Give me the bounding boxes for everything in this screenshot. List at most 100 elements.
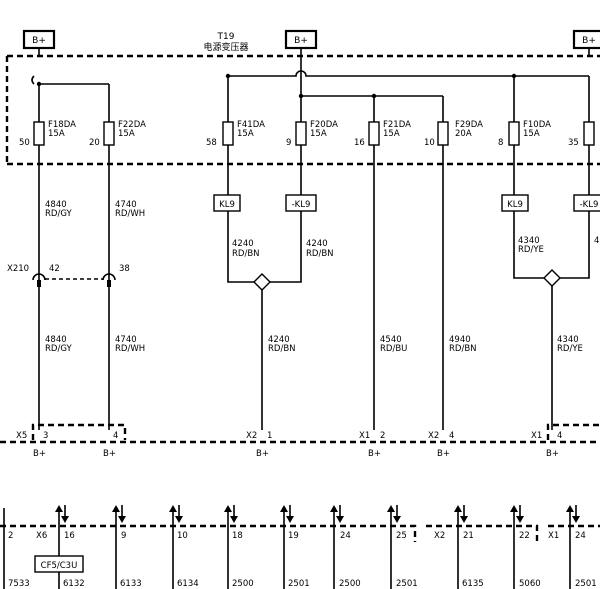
wire-color-label: RD/BN: [306, 249, 334, 259]
circuit-number: 6132: [63, 579, 85, 589]
fuse-rating: 20A: [455, 129, 472, 139]
wire-circuit-label: 4540: [380, 335, 402, 345]
wire-circuit-label: 4340: [557, 335, 579, 345]
relay-label: KL9: [219, 200, 235, 210]
connector-pin: 2: [380, 431, 385, 441]
wire-circuit-label: 4840: [45, 335, 67, 345]
signal-wires: [3, 508, 571, 589]
wire-circuit-label: 4240: [306, 239, 328, 249]
lower-connector-frame-right: [426, 524, 539, 542]
wire-circuit-label: 4340: [518, 236, 540, 246]
lower-pin: 16: [64, 531, 75, 541]
connector-x210-cup-b: [102, 273, 116, 281]
circuit-number: 5060: [519, 579, 541, 589]
wire-splice-right: [513, 211, 590, 430]
lower-pin: 25: [396, 531, 407, 541]
fuse-pin: 9: [286, 138, 291, 148]
wire-splice-left: [227, 211, 302, 430]
lower-pin: 18: [232, 531, 243, 541]
splice-diamond-left: [253, 273, 271, 291]
fuse-rating: 15A: [237, 129, 254, 139]
wire-circuit-label: 4: [594, 236, 599, 246]
circuit-number: 7533: [8, 579, 30, 589]
battery-tab-right: B+: [572, 29, 600, 50]
arrow-pairs: [64, 505, 577, 520]
connector-pin: 3: [43, 431, 48, 441]
battery-tab-label: B+: [32, 36, 46, 46]
battery-tab-center: B+: [284, 29, 318, 50]
wire-color-label: RD/YE: [557, 344, 583, 354]
bus-left-bracket: [31, 75, 35, 85]
wire-color-label: RD/WH: [115, 209, 145, 219]
fuse-name: F18DA: [48, 120, 76, 130]
fuse-f29da: [437, 121, 449, 146]
wire-circuit-label: 4740: [115, 335, 137, 345]
fuse-rating: 15A: [310, 129, 327, 139]
fuse-f18da: [33, 121, 45, 146]
fuse-pin: 16: [354, 138, 365, 148]
connector-x210-pin-a: [37, 280, 41, 287]
fuse-pin: 58: [206, 138, 217, 148]
relay-label: KL9: [507, 200, 523, 210]
fuse-f41da: [222, 121, 234, 146]
fuse-pin: 20: [89, 138, 100, 148]
bus-label: B+: [103, 449, 116, 459]
fuse-name: F22DA: [118, 120, 146, 130]
relay-label: -KL9: [292, 200, 311, 210]
lower-pin: 24: [340, 531, 351, 541]
connector-name: X5: [16, 431, 27, 441]
circuit-number: 6134: [177, 579, 199, 589]
connector-pin: 42: [49, 264, 60, 274]
fuse-rating: 15A: [48, 129, 65, 139]
wire-color-label: RD/BN: [449, 344, 477, 354]
module-cf5-c3u-label: CF5/C3U: [41, 561, 78, 571]
fuse-rating: 15A: [383, 129, 400, 139]
wire-color-label: RD/GY: [45, 344, 72, 354]
wire-circuit-label: 4740: [115, 200, 137, 210]
circuit-number: 2501: [575, 579, 597, 589]
circuit-number: 6135: [462, 579, 484, 589]
battery-tab-left: B+: [22, 29, 56, 50]
module-name-label: 电源变压器: [203, 41, 248, 53]
wire-color-label: RD/YE: [518, 245, 544, 255]
circuit-number: 2500: [232, 579, 254, 589]
connector-name: X1: [359, 431, 370, 441]
splice-diamond-right: [543, 269, 561, 287]
fuse-f21da: [368, 121, 380, 146]
bus-label: B+: [437, 449, 450, 459]
connector-name: X2: [246, 431, 257, 441]
circuit-number: 2500: [339, 579, 361, 589]
lower-pin: 24: [575, 531, 586, 541]
fuse-name: F21DA: [383, 120, 411, 130]
fuse-rating: 15A: [118, 129, 135, 139]
fuse-rating: 15A: [523, 129, 540, 139]
wire-circuit-label: 4240: [268, 335, 290, 345]
connector-name: X1: [531, 431, 542, 441]
lower-connector-frame: [0, 524, 417, 542]
fuse-pin: 10: [424, 138, 435, 148]
battery-tab-label: B+: [294, 36, 308, 46]
fuse-pin: 50: [19, 138, 30, 148]
fuse-name: F20DA: [310, 120, 338, 130]
fuse-name: F29DA: [455, 120, 483, 130]
lower-pin: 2: [8, 531, 13, 541]
fuse-f20da: [295, 121, 307, 146]
fuse-partial: [583, 121, 595, 146]
bus-label: B+: [256, 449, 269, 459]
battery-tab-label: B+: [582, 36, 596, 46]
wire-color-label: RD/BU: [380, 344, 407, 354]
wire-circuit-label: 4940: [449, 335, 471, 345]
fuse-name: F41DA: [237, 120, 265, 130]
bidirectional-arrow-icon: [55, 505, 574, 512]
wire-color-label: RD/WH: [115, 344, 145, 354]
connector-pin: 4: [557, 431, 562, 441]
fuse-pin: 8: [498, 138, 503, 148]
wire-color-label: RD/BN: [268, 344, 296, 354]
lower-connector-name: X1: [548, 531, 559, 541]
bus-center: [228, 70, 589, 77]
wire-color-label: RD/GY: [45, 209, 72, 219]
relay-label: -KL9: [580, 200, 599, 210]
connector-pin: 4: [449, 431, 454, 441]
relay-kl9-right: [501, 194, 529, 212]
down-arrow-icon: [61, 516, 580, 523]
